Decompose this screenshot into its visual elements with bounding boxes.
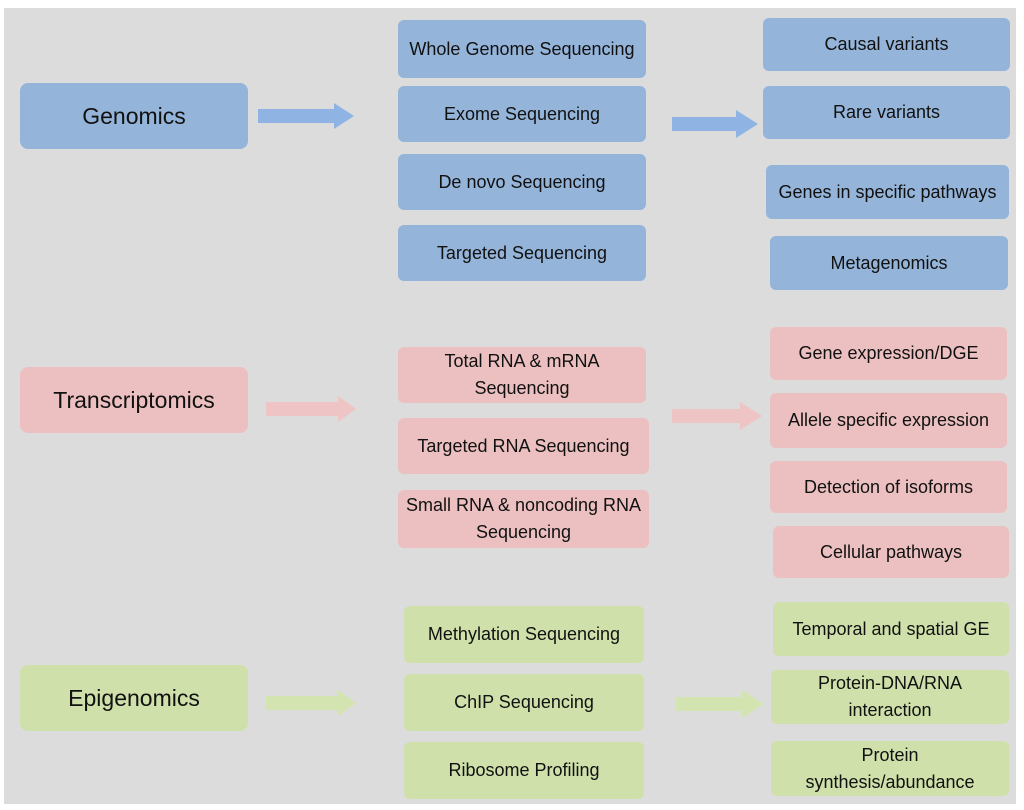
genomics-to-methods-arrow	[258, 103, 354, 129]
genomics-outcome-box: Genes in specific pathways	[766, 165, 1009, 219]
transcriptomics-to-outcomes-arrow	[672, 402, 762, 430]
epigenomics-method-label: ChIP Sequencing	[454, 692, 594, 712]
epigenomics-method-label: Ribosome Profiling	[448, 760, 600, 780]
epigenomics-outcome-box: Protein-DNA/RNA interaction	[771, 670, 1009, 724]
epigenomics-outcome-box: Temporal and spatial GE	[773, 602, 1009, 656]
transcriptomics-method-label: Total RNA & mRNA Sequencing	[444, 351, 600, 398]
transcriptomics-method-box: Targeted RNA Sequencing	[398, 418, 649, 474]
genomics-method-box: Whole Genome Sequencing	[398, 20, 646, 78]
genomics-method-box: De novo Sequencing	[398, 154, 646, 210]
genomics-outcome-box: Rare variants	[763, 86, 1010, 139]
transcriptomics-outcome-label: Detection of isoforms	[803, 476, 974, 497]
transcriptomics-outcome-label: Cellular pathways	[819, 541, 963, 562]
transcriptomics-outcome-box: Allele specific expression	[770, 393, 1007, 448]
transcriptomics-method-box: Small RNA & noncoding RNA Sequencing	[398, 490, 649, 548]
epigenomics-method-box: ChIP Sequencing	[404, 674, 644, 731]
epigenomics-outcome-label: Protein synthesis/abundance	[805, 744, 975, 792]
genomics-method-label: De novo Sequencing	[438, 171, 606, 192]
transcriptomics-outcome-box: Cellular pathways	[773, 526, 1009, 578]
transcriptomics-outcome-box: Detection of isoforms	[770, 461, 1007, 513]
epigenomics-outcome-box: Protein synthesis/abundance	[771, 741, 1009, 796]
transcriptomics-category-box: Transcriptomics	[20, 367, 248, 433]
transcriptomics-outcome-label: Gene expression/DGE	[798, 343, 979, 363]
transcriptomics-method-label: Targeted RNA Sequencing	[417, 435, 630, 456]
genomics-outcome-label: Rare variants	[832, 102, 941, 122]
genomics-to-outcomes-arrow	[672, 110, 758, 138]
genomics-outcome-box: Metagenomics	[770, 236, 1008, 290]
genomics-outcome-label: Metagenomics	[830, 252, 948, 273]
epigenomics-category-label: Epigenomics	[68, 684, 200, 711]
epigenomics-outcome-label: Protein-DNA/RNA interaction	[817, 673, 963, 720]
genomics-method-box: Targeted Sequencing	[398, 225, 646, 281]
epigenomics-method-box: Methylation Sequencing	[404, 606, 644, 663]
genomics-category-label: Genomics	[82, 102, 186, 129]
epigenomics-outcome-label: Temporal and spatial GE	[792, 618, 990, 639]
transcriptomics-outcome-label: Allele specific expression	[787, 410, 990, 430]
transcriptomics-to-methods-arrow	[266, 396, 356, 422]
genomics-method-label: Whole Genome Sequencing	[409, 38, 635, 59]
epigenomics-method-label: Methylation Sequencing	[427, 624, 621, 644]
genomics-outcome-label: Genes in specific pathways	[778, 181, 997, 202]
transcriptomics-outcome-box: Gene expression/DGE	[770, 327, 1007, 380]
epigenomics-to-methods-arrow	[266, 690, 356, 716]
genomics-method-box: Exome Sequencing	[398, 86, 646, 142]
transcriptomics-method-label: Small RNA & noncoding RNA Sequencing	[405, 495, 642, 542]
genomics-method-label: Targeted Sequencing	[436, 242, 608, 263]
epigenomics-category-box: Epigenomics	[20, 665, 248, 731]
genomics-category-box: Genomics	[20, 83, 248, 149]
genomics-outcome-box: Causal variants	[763, 18, 1010, 71]
epigenomics-to-outcomes-arrow	[676, 690, 764, 718]
transcriptomics-category-label: Transcriptomics	[53, 386, 215, 413]
genomics-outcome-label: Causal variants	[824, 34, 949, 54]
genomics-method-label: Exome Sequencing	[443, 103, 601, 124]
transcriptomics-method-box: Total RNA & mRNA Sequencing	[398, 347, 646, 403]
epigenomics-method-box: Ribosome Profiling	[404, 742, 644, 799]
